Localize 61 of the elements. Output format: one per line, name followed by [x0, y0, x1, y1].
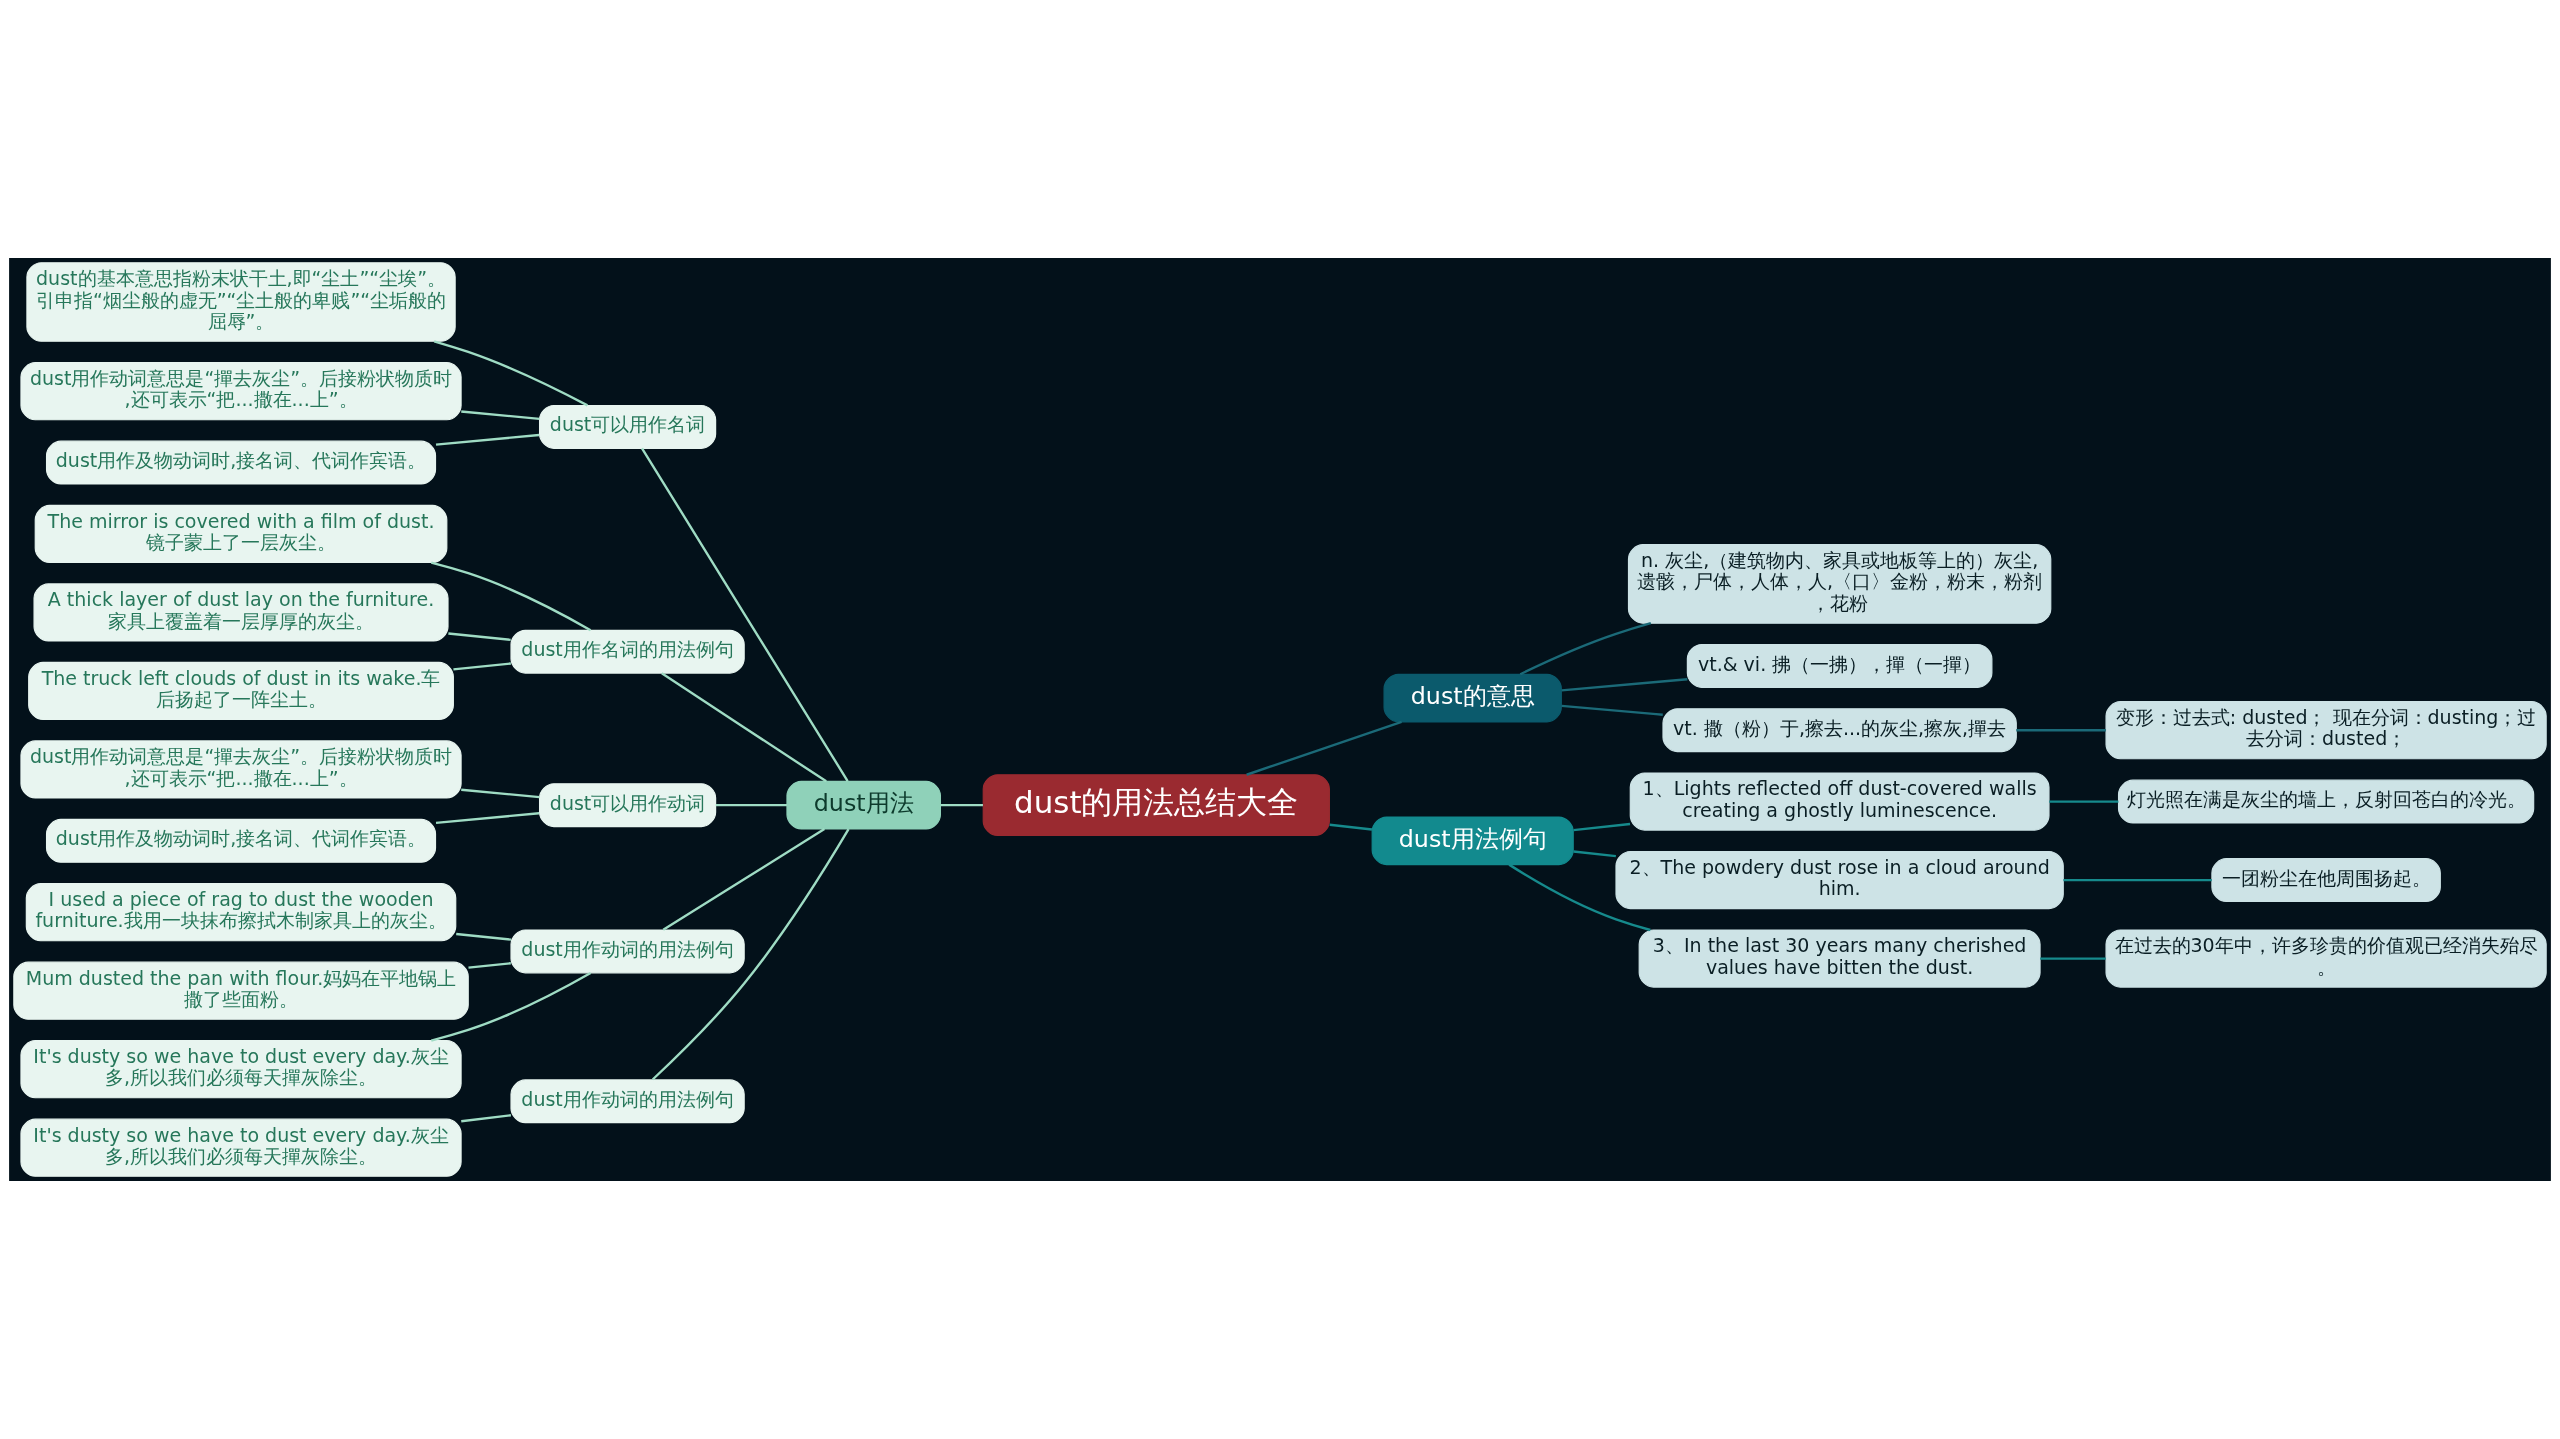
- connector: [431, 561, 592, 632]
- connector: [435, 433, 540, 446]
- node-box: It's dusty so we have to dust every day.灰尘多,所以我们必须每天撣灰除尘。: [20, 1118, 462, 1177]
- node-box: dust用作动词意思是“撣去灰尘”。后接粉状物质时,还可表示“把...撒在...上”。: [20, 740, 462, 799]
- connector: [2016, 729, 2106, 732]
- connector: [1508, 863, 1651, 932]
- connector: [940, 803, 983, 807]
- node-box: 一团粉尘在他周围扬起。: [2211, 858, 2441, 903]
- node-box: It's dusty so we have to dust every day.灰尘多,所以我们必须每天撣灰除尘。: [20, 1040, 462, 1099]
- node-box: I used a piece of rag to dust the wooden furniture.我用一块抹布擦拭木制家具上的灰尘。: [25, 883, 457, 942]
- node-box: dust可以用作名词: [539, 404, 717, 449]
- node-box: dust用作及物动词时,接名词、代词作宾语。: [45, 440, 437, 485]
- node-box: dust用作及物动词时,接名词、代词作宾语。: [45, 818, 437, 863]
- node-box: dust用作动词意思是“撣去灰尘”。后接粉状物质时,还可表示“把...撒在...上”。: [20, 362, 462, 421]
- node-box: 灯光照在满是灰尘的墙上，反射回苍白的冷光。: [2117, 779, 2535, 824]
- node-box: A thick layer of dust lay on the furniture. 家具上覆盖着一层厚厚的灰尘。: [33, 583, 449, 642]
- connector: [661, 672, 827, 783]
- connector: [1519, 622, 1652, 676]
- connector: [435, 812, 540, 824]
- connector: [2063, 878, 2212, 882]
- node-box: dust用法例句: [1371, 816, 1574, 866]
- node-box: 变形：过去式: dusted； 现在分词：dusting；过去分词：dusted；: [2105, 701, 2547, 760]
- connector: [461, 1114, 512, 1123]
- connector: [461, 788, 540, 799]
- node-box: The truck left clouds of dust in its wake.车后扬起了一阵尘土。: [28, 661, 454, 721]
- node-box: 2、The powdery dust rose in a cloud around him.: [1615, 850, 2064, 910]
- connector: [1573, 850, 1616, 858]
- node-box: dust用作动词的用法例句: [510, 1079, 745, 1124]
- connector: [2049, 800, 2119, 803]
- connector: [1246, 720, 1402, 776]
- connector: [448, 632, 511, 642]
- connector: [1573, 822, 1631, 832]
- node-box: dust的意思: [1383, 673, 1562, 723]
- node-box: dust的基本意思指粉末状干土,即“尘土”“尘埃”。引申指“烟尘般的虚无”“尘土般的卑贱”“尘垢般的屈辱”。: [26, 262, 456, 342]
- connector: [456, 932, 512, 941]
- node-box: 在过去的30年中，许多珍贵的价值观已经消失殆尽。: [2105, 929, 2547, 988]
- connector: [1329, 823, 1373, 831]
- node-box: dust用作名词的用法例句: [510, 629, 745, 674]
- node-box: vt.& vi. 拂（一拂），撣（一撣）: [1686, 643, 1993, 688]
- connector: [715, 803, 787, 807]
- connector: [468, 962, 511, 969]
- connector: [651, 828, 850, 1081]
- connector: [662, 828, 826, 931]
- connector: [461, 410, 540, 421]
- connector: [1561, 678, 1688, 692]
- connector: [433, 340, 588, 407]
- node-box: 1、Lights reflected off dust-covered walls creating a ghostly luminescence.: [1629, 772, 2050, 831]
- connector: [1561, 704, 1663, 716]
- node-box: dust的用法总结大全: [982, 774, 1330, 837]
- connector: [453, 662, 511, 671]
- node-box: 3、In the last 30 years many cherished values have bitten the dust.: [1638, 929, 2041, 988]
- node-box: Mum dusted the pan with flour.妈妈在平地锅上撒了些面粉。: [13, 961, 469, 1020]
- node-box: dust用作动词的用法例句: [510, 929, 745, 974]
- node-box: n. 灰尘,（建筑物内、家具或地板等上的）灰尘,遗骸，尸体，人体，人,〈口〉金粉，粉末，粉剂，花粉: [1627, 544, 2052, 624]
- node-box: dust用法: [786, 780, 941, 830]
- connector: [641, 447, 849, 782]
- connector: [2040, 957, 2106, 960]
- connector: [431, 971, 592, 1042]
- node-box: dust可以用作动词: [539, 783, 717, 828]
- node-box: vt. 撒（粉）于,擦去...的灰尘,擦灰,撣去: [1662, 708, 2017, 753]
- node-box: The mirror is covered with a film of dust. 镜子蒙上了一层灰尘。: [34, 504, 448, 564]
